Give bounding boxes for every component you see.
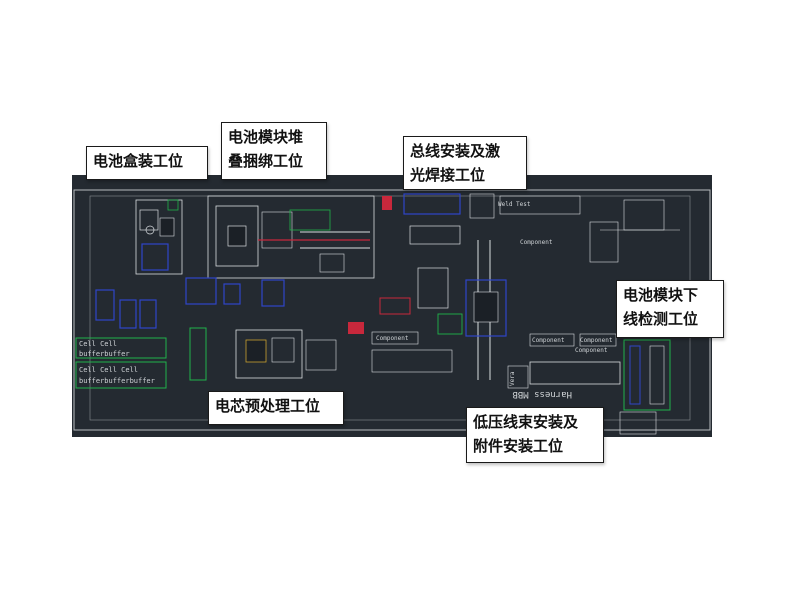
callout-busbar-welding: 总线安装及激 光焊接工位 [403, 136, 527, 190]
left-equipment [75, 277, 285, 389]
cad-label-component-3: Component [532, 337, 565, 344]
cad-label-component-4: Component [580, 337, 613, 344]
cad-label-weld-test: Weld Test [498, 201, 531, 208]
module-stacking-area [207, 195, 392, 279]
offline-test-area [589, 199, 680, 411]
callout-module-stacking: 电池模块堆 叠捆绑工位 [221, 122, 327, 180]
cad-label-cell-buffer-3: Cell Cell Cell [79, 366, 138, 374]
cad-background [72, 175, 712, 437]
busbar-welding-area [379, 193, 581, 380]
cad-label-cell-buffer-1: Cell Cell [79, 340, 117, 348]
callout-box-assembly: 电池盒装工位 [86, 146, 208, 180]
cad-label-cell-buffer-4: bufferbufferbuffer [79, 377, 155, 385]
cad-label-harness: Harness MBB [512, 389, 572, 399]
box-assembly-area [135, 199, 183, 275]
cad-label-component-2: Component [376, 335, 409, 342]
callout-cell-pretreatment: 电芯预处理工位 [208, 391, 344, 425]
cad-label-cell-buffer-2: bufferbuffer [79, 350, 130, 358]
callout-module-offline-test: 电池模块下 线检测工位 [616, 280, 724, 338]
harness-area [507, 333, 657, 435]
callout-harness-install: 低压线束安装及 附件安装工位 [466, 407, 604, 463]
cell-pretreatment-area [189, 322, 453, 381]
cad-label-component-1: Component [520, 239, 553, 246]
cad-label-vera: Vera [509, 371, 516, 386]
cad-label-component-5: Component [575, 347, 608, 354]
